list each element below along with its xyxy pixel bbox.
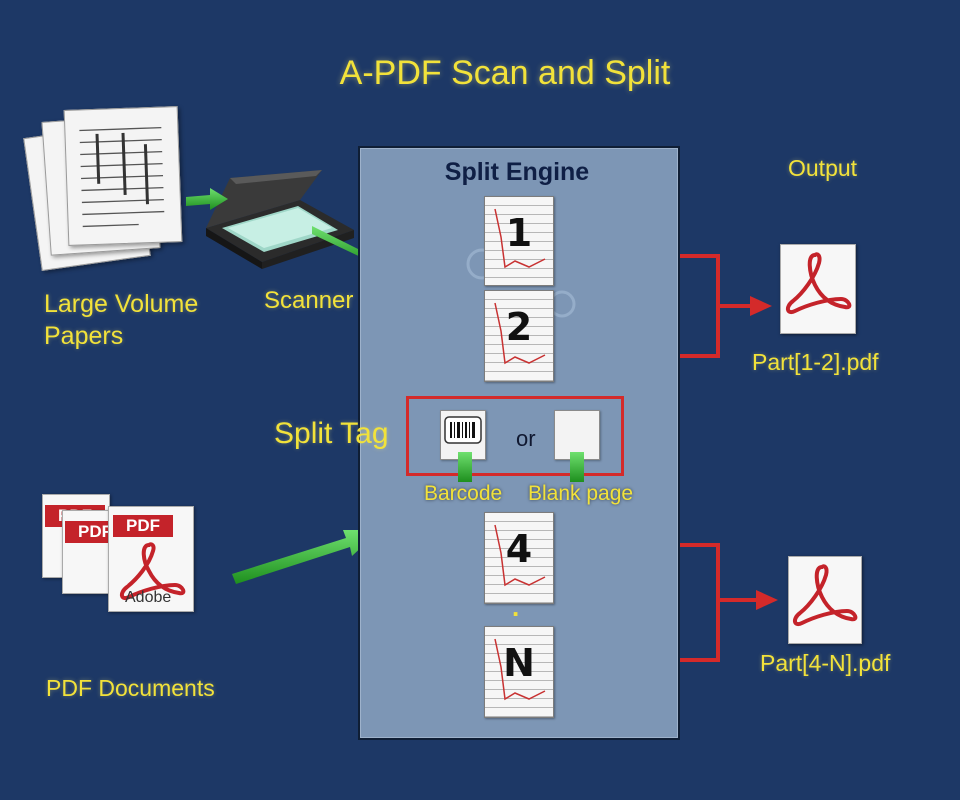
page-number: 2 <box>505 305 533 349</box>
pdf-documents-label: PDF Documents <box>46 675 215 701</box>
split-tag-box <box>406 396 624 476</box>
large-volume-papers-label: Large Volume Papers <box>44 290 199 350</box>
output-pdf-icon-1 <box>780 244 856 334</box>
split-tag-label: Split Tag <box>274 417 389 450</box>
barcode-marker <box>458 452 472 482</box>
or-text: or <box>516 426 536 451</box>
blank-page-icon <box>554 410 600 460</box>
paper-stack-icon <box>22 100 192 272</box>
output-file-2-label: Part[4-N].pdf <box>760 650 891 676</box>
adobe-text: Adobe <box>125 589 172 606</box>
barcode-caption: Barcode <box>424 482 503 505</box>
blank-page-caption: Blank page <box>528 482 634 505</box>
engine-page-n: N <box>484 626 554 718</box>
output-label: Output <box>788 155 858 181</box>
pdf-to-engine-arrow <box>232 530 380 584</box>
papers-to-scanner-arrow <box>186 188 228 210</box>
scanner-icon <box>200 170 360 270</box>
output-pdf-icon-2 <box>788 556 862 644</box>
split-engine-title: Split Engine <box>444 158 590 186</box>
pdf-documents-icon: PDF PDF PDF Adobe <box>40 492 200 632</box>
engine-page-1: 1 <box>484 196 554 286</box>
engine-page-4: 4 <box>484 512 554 604</box>
page-separator: . <box>512 592 520 622</box>
page-number: 4 <box>505 527 533 571</box>
output-file-1-label: Part[1-2].pdf <box>752 349 879 375</box>
page-number: N <box>503 641 535 685</box>
connector-part12-arrowhead <box>750 296 772 316</box>
scanner-label: Scanner <box>264 287 354 314</box>
diagram-title: A-PDF Scan and Split <box>339 54 671 92</box>
page-number: 1 <box>505 211 533 255</box>
blank-page-marker <box>570 452 584 482</box>
connector-part4n-arrowhead <box>756 590 778 610</box>
engine-page-2: 2 <box>484 290 554 382</box>
